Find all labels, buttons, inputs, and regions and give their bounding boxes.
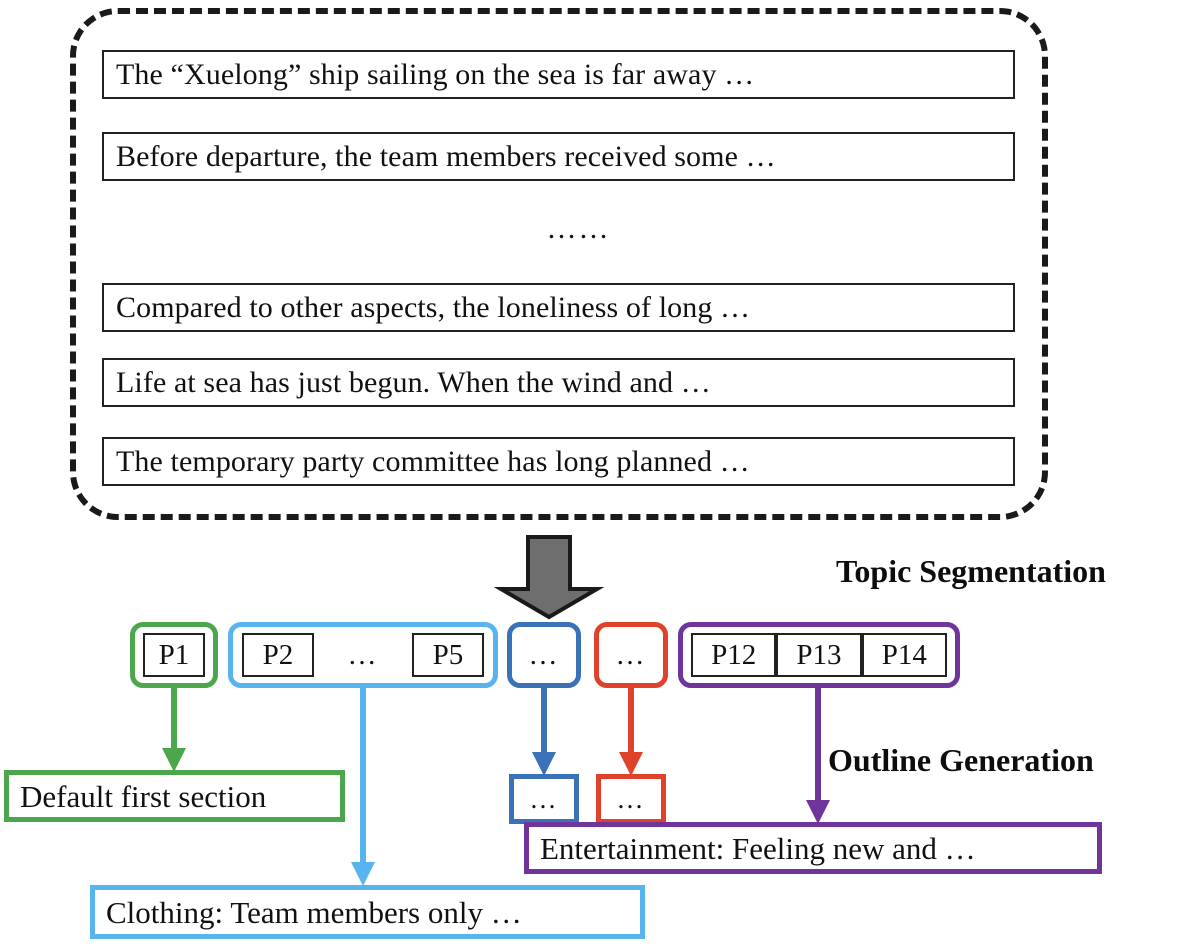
paragraph-chip: P12 xyxy=(691,633,777,677)
outline-placeholder-dark-blue: … xyxy=(509,774,579,824)
paragraph-box: Compared to other aspects, the lonelines… xyxy=(102,283,1015,332)
paragraph-text: The “Xuelong” ship sailing on the sea is… xyxy=(116,57,755,91)
paragraph-text: The temporary party committee has long p… xyxy=(116,444,750,478)
paragraph-box: Before departure, the team members recei… xyxy=(102,132,1015,181)
segment-group-light-blue: P2 … P5 xyxy=(228,622,498,688)
paragraph-chip: P13 xyxy=(776,633,862,677)
result-text: Entertainment: Feeling new and … xyxy=(540,830,976,866)
connector-dark-blue xyxy=(532,688,556,776)
connector-purple xyxy=(806,688,830,824)
connector-green xyxy=(162,688,186,772)
paragraph-text: Life at sea has just begun. When the win… xyxy=(116,365,711,399)
result-text: Default first section xyxy=(20,778,267,814)
paragraph-text: Compared to other aspects, the lonelines… xyxy=(116,290,751,324)
paragraph-text: Before departure, the team members recei… xyxy=(116,139,776,173)
segment-ellipsis: … xyxy=(528,638,560,671)
paragraph-chip: P5 xyxy=(412,633,484,677)
result-text: Clothing: Team members only … xyxy=(106,894,522,930)
result-box-green: Default first section xyxy=(4,770,345,822)
segment-ellipsis: … xyxy=(615,638,647,671)
paragraph-box: The “Xuelong” ship sailing on the sea is… xyxy=(102,50,1015,99)
outline-generation-label: Outline Generation xyxy=(828,742,1094,778)
paragraph-ellipsis-text: …… xyxy=(546,212,611,245)
segment-group-dark-blue: … xyxy=(507,622,581,688)
flow-down-arrow-icon xyxy=(493,535,605,620)
paragraph-ellipsis: …… xyxy=(0,212,1177,246)
segment-ellipsis: … xyxy=(347,638,379,671)
connector-light-blue xyxy=(351,688,375,886)
topic-segmentation-label: Topic Segmentation xyxy=(836,553,1106,589)
connector-red xyxy=(619,688,643,776)
paragraph-box: Life at sea has just begun. When the win… xyxy=(102,358,1015,407)
segment-group-purple: P12 P13 P14 xyxy=(678,622,960,688)
paragraph-box: The temporary party committee has long p… xyxy=(102,437,1015,486)
source-document-container xyxy=(70,8,1048,520)
paragraph-chip: P1 xyxy=(143,633,205,677)
segment-group-red: … xyxy=(594,622,668,688)
result-box-blue: Clothing: Team members only … xyxy=(90,885,645,939)
paragraph-chip: P14 xyxy=(861,633,947,677)
segment-group-green: P1 xyxy=(130,622,218,688)
result-box-purple: Entertainment: Feeling new and … xyxy=(524,822,1102,874)
outline-placeholder-red: … xyxy=(596,774,666,824)
paragraph-chip: P2 xyxy=(242,633,314,677)
